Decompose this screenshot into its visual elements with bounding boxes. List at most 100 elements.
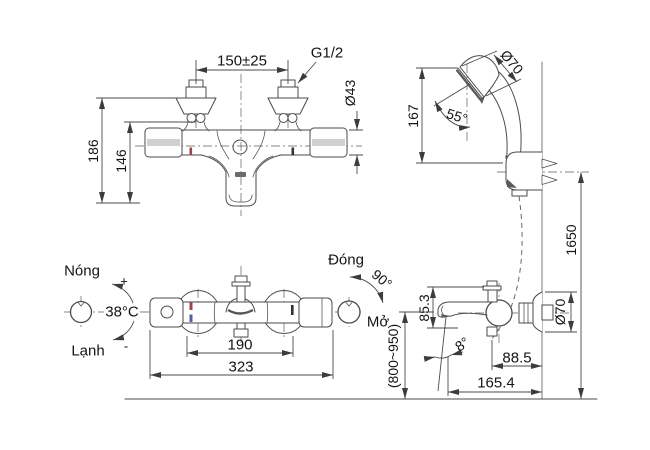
valve-rotation-diagram: Đóng 90° Mở xyxy=(328,252,395,331)
top-stem-tip xyxy=(486,280,498,287)
temperature-knob xyxy=(69,300,93,324)
dim-spout-angle: 8° xyxy=(452,334,472,355)
wall-and-floor xyxy=(124,61,598,400)
dim-rotation-angle: 90° xyxy=(369,266,396,292)
eccentric-nut xyxy=(186,113,197,123)
diverter-dome-base xyxy=(227,308,254,315)
angle-arc-8 xyxy=(434,354,452,359)
dim-mount-height-range: (800~950) xyxy=(385,324,401,388)
eccentric-nut xyxy=(287,113,298,123)
hot-sign: + xyxy=(120,274,128,289)
dim-spout-rise: 85.3 xyxy=(416,294,432,321)
spout-side-outline xyxy=(437,301,489,318)
cold-indicator-mark xyxy=(189,314,193,322)
hex-adapter xyxy=(518,302,534,324)
inlet-nut xyxy=(277,86,299,99)
dim-inlet-spacing: 150±25 xyxy=(217,53,267,70)
valve-body-side xyxy=(485,299,513,327)
dim-head-diameter: Ø70 xyxy=(497,47,526,78)
dim-flange-diameter: Ø70 xyxy=(552,299,568,326)
flow-knob xyxy=(337,300,361,324)
bracket-shadow xyxy=(507,179,517,188)
top-port-flange xyxy=(231,281,251,287)
escutcheon xyxy=(532,291,543,333)
handle-end-circle xyxy=(160,305,174,319)
flow-indicator-mark xyxy=(291,147,295,156)
wall-bracket xyxy=(505,151,543,191)
top-port-stem xyxy=(236,285,246,303)
spray-axis-line xyxy=(433,83,471,107)
inlet-flange xyxy=(267,97,309,115)
cold-sign: - xyxy=(124,339,128,354)
dim-head-height: 167 xyxy=(405,104,421,128)
hot-rotation-arc xyxy=(111,283,134,304)
cold-label: Lạnh xyxy=(71,343,104,360)
front-view: 150±25 G1/2 Ø43 186 146 xyxy=(85,45,363,216)
dim-head-angle: 55° xyxy=(444,105,469,127)
top-port-tip xyxy=(234,275,248,283)
knob-pointer-notch xyxy=(345,302,353,307)
inlet-body-joint xyxy=(182,121,210,132)
angle-arc-55 xyxy=(434,100,471,132)
spout-bottom-inner xyxy=(228,194,253,203)
ext-lines-overall-width xyxy=(149,330,334,379)
bottom-port-stem xyxy=(236,322,246,330)
head-face-line xyxy=(457,67,483,99)
ext-lines-spout-rise xyxy=(427,286,484,329)
hose-nut xyxy=(511,189,528,197)
right-handle-knurl xyxy=(312,139,345,146)
angle-arrow-right xyxy=(450,349,464,356)
hot-indicator-mark xyxy=(189,302,193,310)
hot-indicator-mark xyxy=(189,147,193,156)
inlet-body-joint xyxy=(274,121,302,132)
head-face-rim xyxy=(459,66,485,98)
dim-wall-offset: 88.5 xyxy=(502,350,531,367)
inlet-flange xyxy=(175,97,217,115)
eccentric-nut xyxy=(195,113,206,123)
cold-rotation-arc xyxy=(112,320,135,341)
dim-body-diameter: Ø43 xyxy=(342,80,358,107)
aerator-line xyxy=(441,305,444,315)
side-view: 85.3 8° 88.5 165.4 Ø70 (800~950) xyxy=(385,280,577,399)
eccentric-nut xyxy=(278,113,289,123)
dim-spout-reach: 165.4 xyxy=(477,375,515,392)
head-face-shadow xyxy=(479,96,485,104)
temperature-label: 38°C xyxy=(105,304,139,321)
right-handle-top xyxy=(298,297,333,328)
dim-total-height: 186 xyxy=(85,139,101,163)
knob-pointer-notch xyxy=(77,302,85,307)
body-contour-lines xyxy=(213,301,269,324)
inlet-nut xyxy=(185,86,207,99)
bottom-port-nut xyxy=(233,328,249,338)
diverter-button xyxy=(232,139,248,155)
top-stem-flange xyxy=(482,285,502,291)
shower-handle xyxy=(488,71,522,160)
spout-axis-line xyxy=(437,316,447,392)
spout-inner-curves xyxy=(208,155,274,178)
dim-port-spacing: 190 xyxy=(227,337,252,354)
dim-line-head-dia xyxy=(493,54,518,83)
temperature-knob-diagram: Nóng + 38°C Lạnh - xyxy=(64,263,139,360)
hex-facets xyxy=(523,302,529,324)
top-stem xyxy=(487,289,498,303)
flow-indicator-mark xyxy=(291,305,294,315)
dim-rail-height: 1650 xyxy=(563,224,579,255)
dim-overall-width: 323 xyxy=(228,359,253,376)
ext-lines-body-dia xyxy=(349,129,363,156)
open-label: Mở xyxy=(367,314,389,331)
hot-label: Nóng xyxy=(64,263,100,280)
thread-leader-line xyxy=(297,61,317,84)
in-wall-elbow xyxy=(541,304,554,321)
hand-shower-view: 167 Ø70 55° 1650 xyxy=(405,47,589,399)
thread-size-label: G1/2 xyxy=(311,45,344,62)
dim-spout-height: 146 xyxy=(113,149,129,173)
spout-tip-shadow xyxy=(441,314,450,318)
waterway-curves xyxy=(216,130,266,160)
spout-outline xyxy=(200,154,282,207)
close-label: Đóng xyxy=(328,252,364,269)
angle-arrow-left xyxy=(423,356,436,362)
bracket-clips xyxy=(541,158,558,185)
ext-lines-total-height xyxy=(96,97,198,204)
